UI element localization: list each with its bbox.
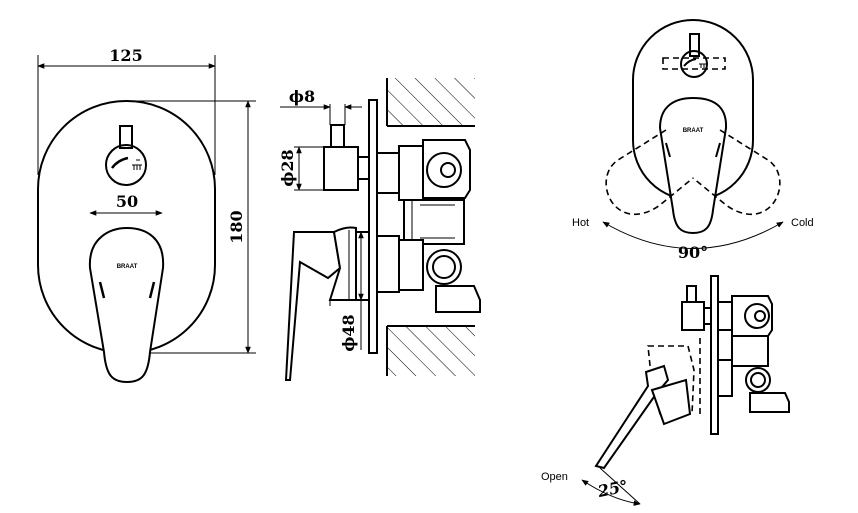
knob-side (323, 146, 359, 191)
tilt-valve-collar-bottom (717, 359, 733, 397)
valve-body (403, 199, 465, 245)
tilt-view: Open 25° (541, 275, 790, 506)
valve-bonnet-bottom (398, 239, 424, 291)
lever-side (284, 231, 342, 381)
lever-handle (88, 226, 165, 384)
valve-bonnet-top (398, 145, 424, 201)
side-view: ϕ8 ϕ28 ϕ48 (278, 78, 481, 381)
spindle-side (330, 124, 345, 148)
tilt-top-port-inner (754, 310, 766, 322)
hot-label: Hot (572, 217, 589, 229)
tilt-knob (681, 301, 705, 331)
rotation-lever-handle (658, 96, 728, 235)
valve-collar-bottom (376, 235, 400, 293)
tilt-bottom-port (745, 367, 771, 393)
outlet-dim-label: ϕ48 (339, 314, 358, 351)
wall-hatch-bottom (387, 326, 475, 376)
knob-dim-label: ϕ28 (278, 149, 297, 186)
handle-dim-label: 50 (116, 192, 138, 211)
valve-body-detail (411, 200, 455, 244)
tilt-valve-body (731, 335, 769, 367)
rotation-hand-shower-icon (683, 58, 697, 67)
diverter-knob (105, 144, 147, 186)
wall-hatch-top (387, 78, 475, 126)
tilt-lever-open (594, 364, 670, 470)
cold-position-ghost (692, 129, 781, 216)
brand-logo: BRAAT (117, 264, 138, 270)
rotation-view: BRAAT Hot Cold 90° (572, 19, 814, 262)
rotation-overhead-icon (699, 63, 707, 68)
valve-bottom-outlet (435, 285, 481, 313)
valve-bottom-port (426, 249, 462, 285)
rotation-diverter-ghost (662, 57, 726, 70)
height-dim-label: 180 (227, 210, 246, 243)
rotation-brand-logo: BRAAT (683, 128, 704, 134)
hot-position-ghost (605, 129, 694, 216)
front-view: 125 180 50 BRAAT (37, 46, 256, 384)
tilt-valve-collar (717, 301, 733, 331)
valve-collar-top (376, 152, 400, 194)
tilt-bottom-port-inner (750, 372, 766, 388)
overhead-shower-icon (132, 159, 142, 170)
handle-groove-left (98, 281, 106, 299)
tilt-spindle (686, 285, 697, 303)
rotation-angle-label: 90° (678, 243, 708, 262)
faceplate-edge (368, 99, 378, 354)
tilt-top-port (744, 303, 770, 329)
open-label: Open (541, 471, 568, 483)
tilt-bottom-outlet (749, 392, 790, 413)
valve-bottom-port-inner (432, 255, 456, 279)
tilt-knob-base (703, 307, 712, 325)
knob-base (357, 156, 370, 180)
cold-label: Cold (791, 217, 814, 229)
valve-top-port-inner (440, 162, 456, 178)
rotation-arc (602, 221, 784, 249)
rotation-groove-right (715, 142, 721, 158)
tilt-lever-body (650, 378, 692, 426)
valve-top-port (426, 152, 462, 188)
spindle-dim-label: ϕ8 (289, 87, 315, 106)
rotation-groove-left (665, 142, 671, 158)
valve-top-outlet (422, 139, 471, 199)
tilt-faceplate-edge (710, 275, 719, 435)
width-dim-label: 125 (109, 46, 142, 65)
hand-shower-icon (111, 156, 129, 169)
tilt-angle-label: 25° (595, 476, 630, 501)
diverter-stem (119, 125, 133, 149)
rotation-diverter-stem (689, 33, 700, 57)
lever-base (355, 231, 370, 301)
tilt-arc (581, 479, 641, 506)
handle-groove-right (148, 281, 156, 299)
